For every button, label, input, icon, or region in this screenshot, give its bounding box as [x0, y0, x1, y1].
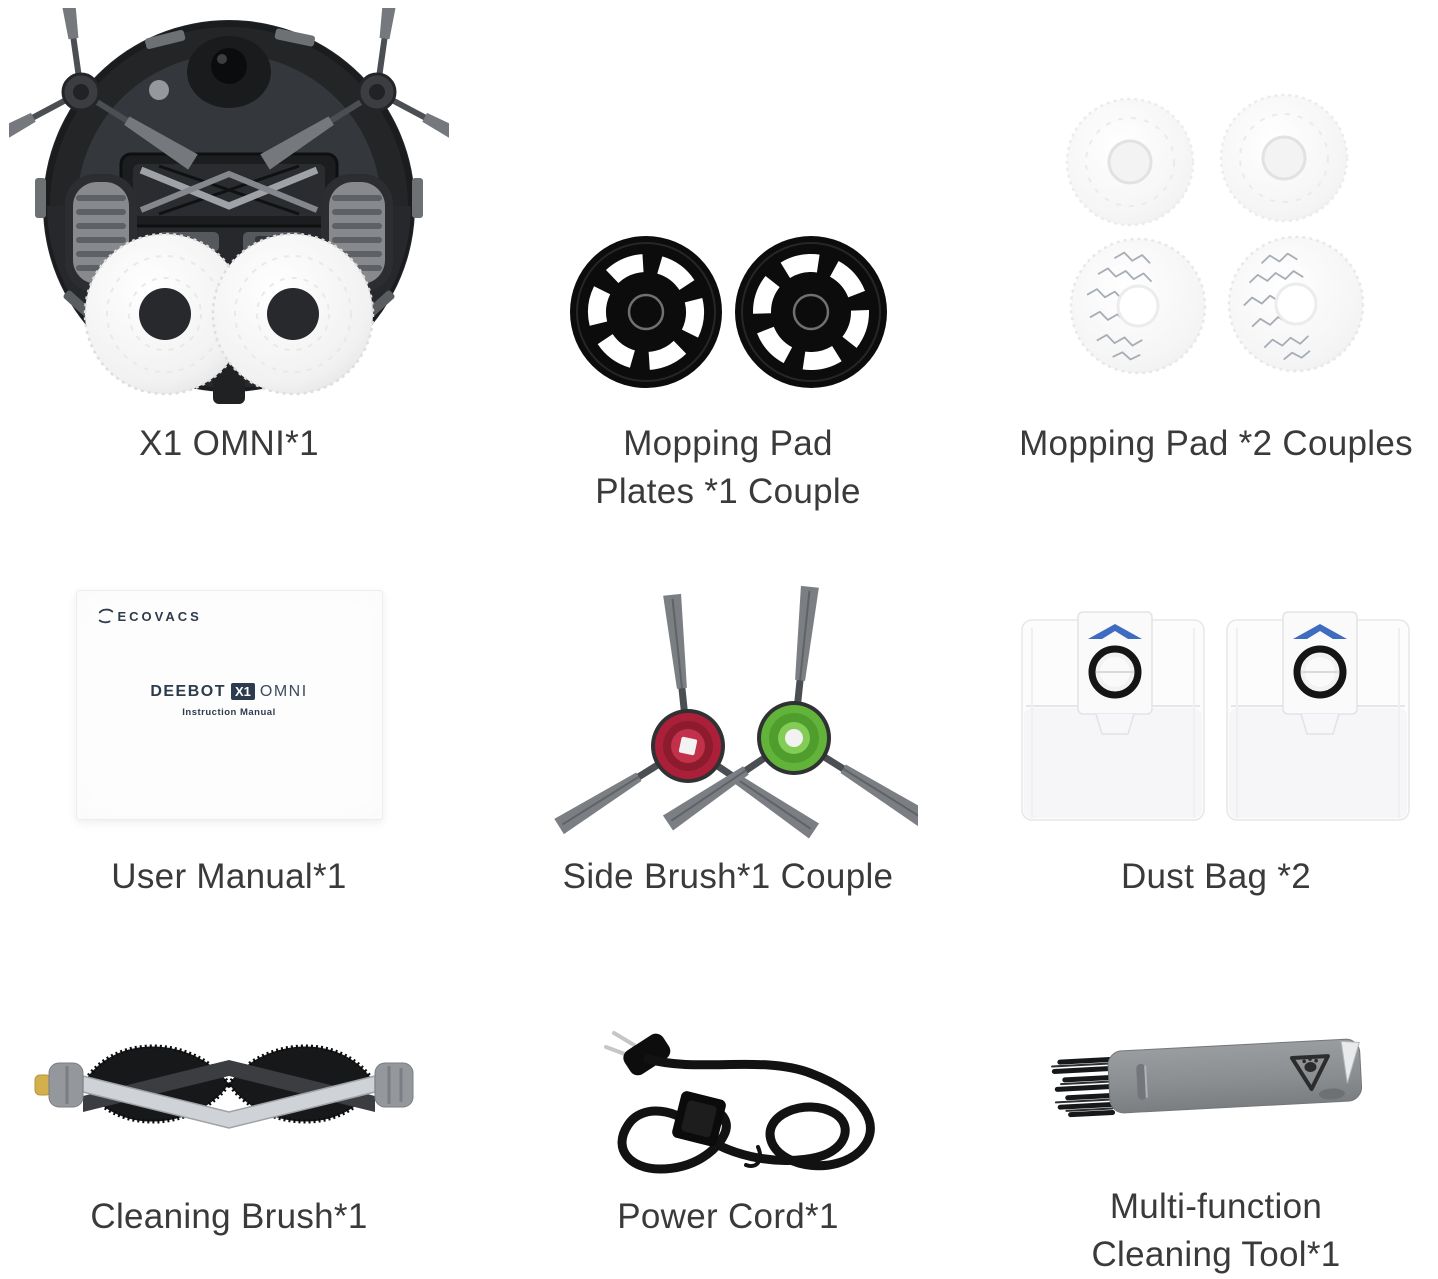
- caption-line: Mopping Pad: [623, 424, 833, 463]
- mopping-pad-plates-photo: [570, 236, 887, 388]
- mopping-pads-photo: [1065, 93, 1365, 375]
- manual-subtitle: Instruction Manual: [182, 707, 276, 718]
- cell-cleaning-tool: Multi-function Cleaning Tool*1: [960, 955, 1438, 1279]
- cell-cleaning-brush: Cleaning Brush*1: [0, 955, 480, 1279]
- dust-bags-photo: [1016, 598, 1416, 830]
- caption-line: User Manual*1: [111, 857, 347, 896]
- caption-line: Side Brush*1 Couple: [562, 857, 894, 896]
- ecovacs-logo-arcs-icon: [98, 608, 113, 624]
- plain-mop-pad-1: [1065, 97, 1195, 227]
- caption-line: Dust Bag *2: [1120, 857, 1312, 896]
- robot-left-side-brush: [9, 8, 198, 170]
- dust-bag-1: [1022, 612, 1204, 820]
- dust-bag-2: [1227, 612, 1409, 820]
- cell-robot: X1 OMNI*1: [0, 0, 480, 555]
- roller-bristles: [80, 1044, 378, 1124]
- caption-line: Multi-function: [1109, 1187, 1323, 1226]
- caption-robot: X1 OMNI*1: [139, 420, 319, 468]
- textured-mop-pad-1: [1069, 237, 1207, 375]
- cleaning-brush-art-box: [29, 955, 429, 1185]
- caption-line: Mopping Pad *2 Couples: [1019, 424, 1413, 463]
- plain-mop-pad-2: [1219, 93, 1349, 223]
- sensor-dot: [149, 80, 169, 100]
- cell-mopping-pad-plates: Mopping Pad Plates *1 Couple: [480, 0, 960, 555]
- side-brush-art-box: [538, 555, 918, 845]
- caption-line: Cleaning Tool*1: [1091, 1235, 1341, 1274]
- textured-mop-pad-2: [1227, 235, 1365, 373]
- robot-art-box: [9, 0, 449, 412]
- roller-right-cap: [374, 1062, 414, 1108]
- robot-mop-pads: [83, 232, 375, 396]
- cleaning-tool-art-box: [1031, 955, 1401, 1175]
- caption-dust-bags: Dust Bag *2: [1121, 853, 1311, 901]
- side-brushes-photo: [538, 578, 918, 840]
- pad-plate-left: [570, 236, 722, 388]
- caption-mopping-pad-plates: Mopping Pad Plates *1 Couple: [595, 420, 861, 516]
- caption-cleaning-tool: Multi-function Cleaning Tool*1: [1091, 1183, 1340, 1279]
- warning-triangle-icon: [1289, 1054, 1330, 1092]
- ecovacs-brand: ECOVACS: [97, 607, 202, 625]
- model-suffix: OMNI: [259, 683, 308, 700]
- side-brush-red: [554, 594, 819, 839]
- cell-side-brushes: Side Brush*1 Couple: [480, 555, 960, 955]
- caption-side-brushes: Side Brush*1 Couple: [563, 853, 894, 901]
- model-prefix: DEEBOT: [150, 683, 226, 700]
- caption-line: Plates *1 Couple: [595, 472, 861, 511]
- caption-line: Cleaning Brush*1: [90, 1197, 368, 1236]
- cleaning-tool-photo: [1051, 1038, 1363, 1118]
- model-badge: X1: [230, 683, 255, 700]
- power-cord-art-box: [548, 955, 908, 1185]
- caption-mopping-pads: Mopping Pad *2 Couples: [1019, 420, 1413, 468]
- pads-art-box: [1026, 0, 1406, 412]
- dust-bag-art-box: [1016, 555, 1416, 845]
- plug-body: [623, 1033, 671, 1076]
- cord-connector: [672, 1091, 726, 1147]
- caption-line: Power Cord*1: [617, 1197, 839, 1236]
- side-brush-green: [663, 586, 918, 831]
- robot-underside-photo: [9, 8, 449, 404]
- main-roller-housing: [119, 152, 339, 228]
- pad-plate-right: [735, 236, 887, 388]
- cell-mopping-pads: Mopping Pad *2 Couples: [960, 0, 1438, 555]
- caption-cleaning-brush: Cleaning Brush*1: [90, 1193, 367, 1241]
- cleaning-brush-photo: [34, 1044, 414, 1129]
- cell-power-cord: Power Cord*1: [480, 955, 960, 1279]
- robot-right-side-brush: [260, 8, 449, 170]
- caption-power-cord: Power Cord*1: [617, 1193, 838, 1241]
- cell-dust-bags: Dust Bag *2: [960, 555, 1438, 955]
- caption-user-manual: User Manual*1: [111, 853, 346, 901]
- brand-text: ECOVACS: [117, 608, 202, 624]
- cable: [617, 1054, 875, 1174]
- power-cord-photo: [604, 1031, 875, 1174]
- plates-art-box: [568, 0, 888, 412]
- tool-bristles: [1051, 1057, 1116, 1118]
- caption-line: X1 OMNI*1: [139, 424, 319, 463]
- cutter-blade-notch: [1340, 1040, 1360, 1084]
